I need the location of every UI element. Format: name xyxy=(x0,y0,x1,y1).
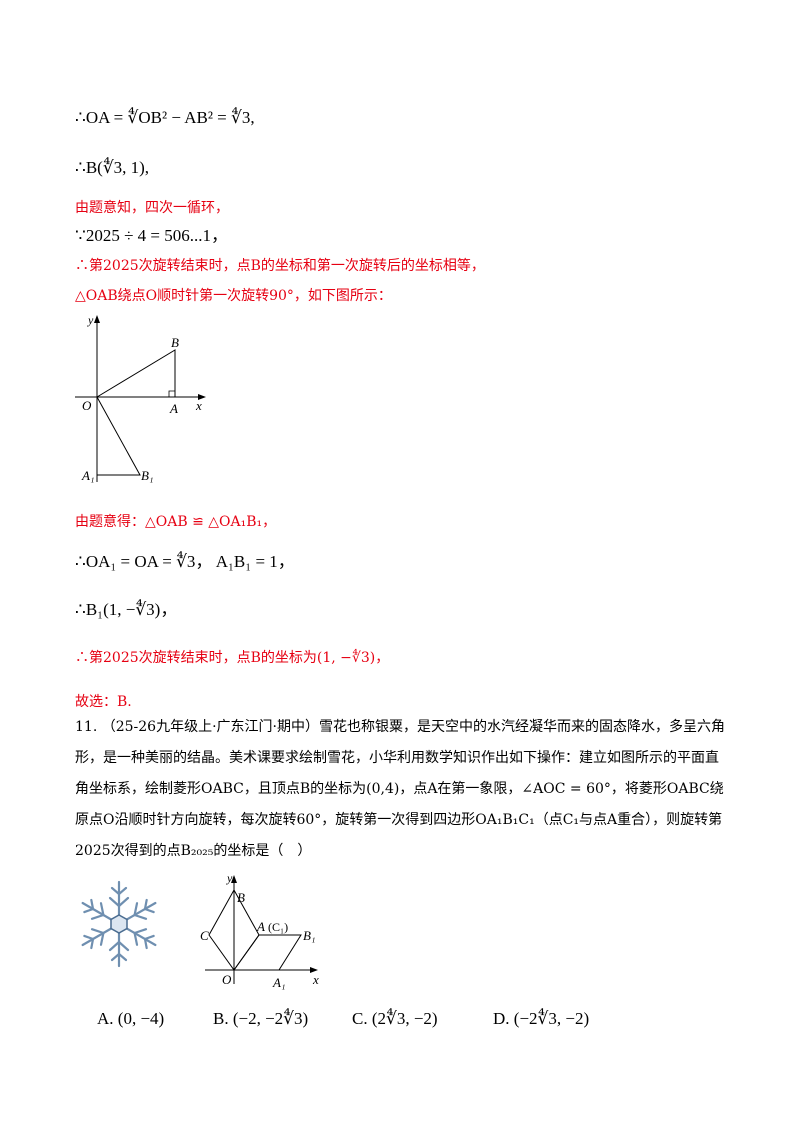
label-x: x xyxy=(312,972,319,987)
x-axis-arrow xyxy=(198,394,206,400)
option-b-text: B. (−2, −2∜3) xyxy=(213,1009,309,1028)
rotation-figure-oab: y x O A B A₁ B₁ xyxy=(75,313,206,483)
solution-line-lengths: ∴OA₁ = OA = ∜3， A₁B₁ = 1， xyxy=(75,552,295,571)
triangle-oa1b1 xyxy=(96,396,141,476)
label-y: y xyxy=(226,872,233,885)
solution-line-division: ∵2025 ÷ 4 = 506...1， xyxy=(75,226,228,245)
solution-line-rotate: △OAB绕点O顺时针第一次旋转90°，如下图所示： xyxy=(75,288,392,304)
solution-line-congruent: 由题意得：△OAB ≌ △OA₁B₁， xyxy=(75,514,277,530)
solution-line-same-coordinate: ∴第2025次旋转结束时，点B的坐标和第一次旋转后的坐标相等， xyxy=(75,258,485,274)
option-d[interactable]: D. (−2∜3, −2) xyxy=(493,1008,589,1031)
solution-line-b1: ∴B₁(1, −∜3)， xyxy=(75,600,178,619)
solution-line-cycle: 由题意知，四次一循环， xyxy=(75,200,229,216)
label-b: B xyxy=(171,335,179,350)
solution-line-answer: 故选：B. xyxy=(75,694,132,710)
snowflake-image xyxy=(81,880,157,968)
option-a-text: A. (0, −4) xyxy=(97,1009,165,1028)
label-y: y xyxy=(87,313,94,327)
label-b1: B₁ xyxy=(141,468,153,483)
x-axis-arrow xyxy=(310,967,318,973)
label-o: O xyxy=(82,398,92,413)
option-a[interactable]: A. (0, −4) xyxy=(97,1008,164,1031)
label-a1: A₁ xyxy=(81,468,94,483)
option-b[interactable]: B. (−2, −2∜3) xyxy=(213,1008,308,1031)
rhombus-oa1b1c1 xyxy=(233,934,302,971)
solution-line-result: ∴第2025次旋转结束时，点B的坐标为(1, −∜3)， xyxy=(75,650,390,666)
label-b1: B₁ xyxy=(303,928,315,943)
label-a: A xyxy=(169,401,178,416)
option-d-text: D. (−2∜3, −2) xyxy=(493,1009,590,1028)
option-c-text: C. (2∜3, −2) xyxy=(352,1009,438,1028)
label-c1: (C₁) xyxy=(268,920,288,934)
right-angle-mark xyxy=(168,390,175,397)
solution-line-oa: ∴OA = ∜OB² − AB² = ∜3, xyxy=(75,108,255,127)
label-c: C xyxy=(200,928,209,943)
label-a: A xyxy=(256,919,265,934)
question-11-text: 11. （25-26九年级上·广东江门·期中）雪花也称银粟，是天空中的水汽经凝华… xyxy=(75,719,725,859)
label-b: B xyxy=(237,890,245,905)
rhombus-figure-oabc: y x O B C A (C₁) B₁ A₁ xyxy=(200,872,319,990)
solution-line-b: ∴B(∜3, 1), xyxy=(75,158,150,177)
label-x: x xyxy=(195,398,202,413)
y-axis-arrow xyxy=(231,875,237,883)
option-c[interactable]: C. (2∜3, −2) xyxy=(352,1008,438,1031)
y-axis-arrow xyxy=(94,315,100,323)
label-o: O xyxy=(222,972,232,987)
label-a1: A₁ xyxy=(272,975,285,990)
triangle-oab xyxy=(96,349,176,398)
